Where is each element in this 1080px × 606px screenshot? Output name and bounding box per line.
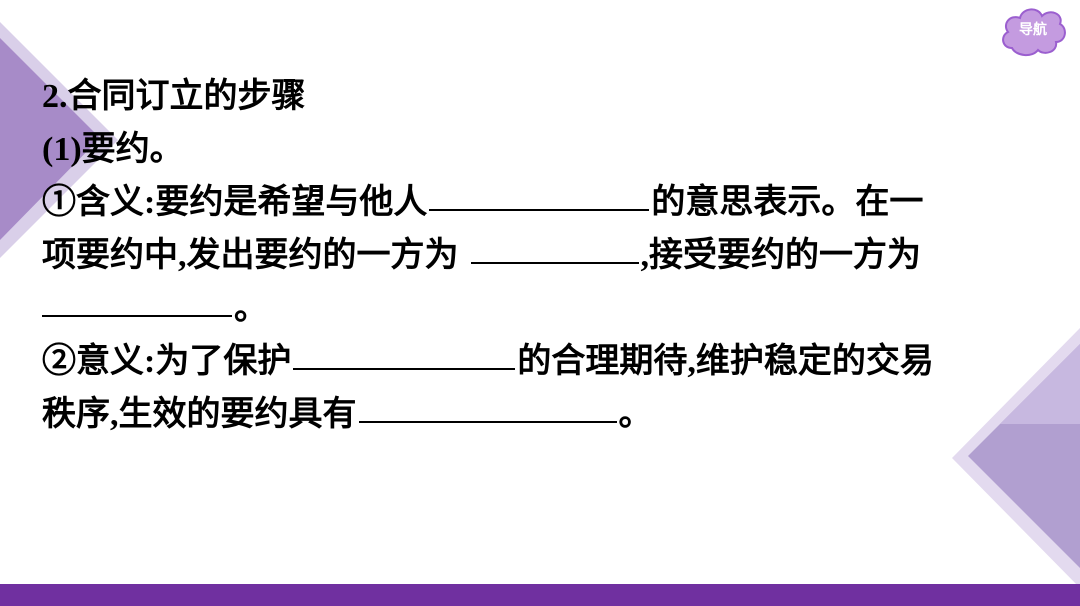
text-segment: 。 [618,396,653,433]
fill-blank-2 [470,262,639,264]
fill-blank-3 [42,315,232,317]
nav-label: 导航 [1019,22,1047,38]
fill-blank-4 [293,368,516,370]
content-body: 2.合同订立的步骤 (1)要约。 ①含义:要约是希望与他人 的意思表示。在一 项要… [42,70,1032,441]
text-segment: ①含义:要约是希望与他人 [42,184,428,221]
definition-line-2: 项要约中,发出要约的一方为 ,接受要约的一方为 [42,229,1032,282]
right-triangle-highlight [1000,344,1080,424]
text-segment: 秩序,生效的要约具有 [42,396,357,433]
definition-line-1: ①含义:要约是希望与他人 的意思表示。在一 [42,176,1032,229]
significance-line-1: ②意义:为了保护 的合理期待,维护稳定的交易 [42,335,1032,388]
cloud-icon [1002,8,1066,56]
significance-line-2: 秩序,生效的要约具有 。 [42,388,1032,441]
bottom-bar [0,584,1080,606]
text-segment: 。 [234,290,268,327]
fill-blank-1 [429,209,650,211]
nav-button[interactable]: 导航 [998,4,1068,60]
text-segment: 的意思表示。在一 [651,184,924,221]
section-heading: 2.合同订立的步骤 [42,78,306,115]
text-segment: 的合理期待,维护稳定的交易 [517,343,934,380]
text-segment: 项要约中,发出要约的一方为 [42,237,459,274]
left-triangle-dark [0,38,100,240]
fill-blank-5 [358,421,617,423]
text-segment: ②意义:为了保护 [42,343,292,380]
text-segment: ,接受要约的一方为 [640,237,922,274]
subsection-heading: (1)要约。 [42,131,184,168]
definition-line-3: 。 [42,282,1032,335]
